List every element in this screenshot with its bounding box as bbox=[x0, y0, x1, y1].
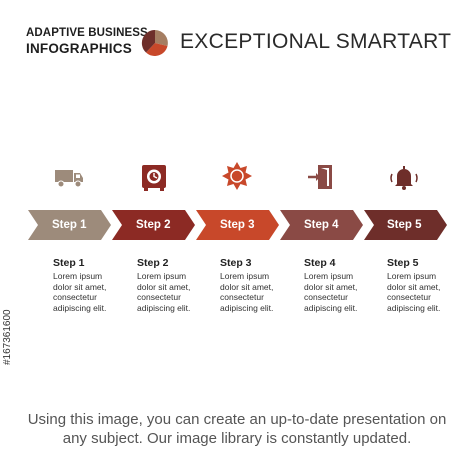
safe-icon bbox=[137, 160, 171, 194]
process-chevrons bbox=[28, 210, 447, 240]
brand-line-1: ADAPTIVE BUSINESS bbox=[26, 27, 148, 39]
step-2-text: Lorem ipsum dolor sit amet, consectetur … bbox=[137, 271, 191, 313]
badge-icon bbox=[220, 160, 254, 194]
alarm-bell-icon bbox=[387, 160, 421, 194]
step-5-title: Step 5 bbox=[387, 257, 419, 269]
step-4-description: Step 4 Lorem ipsum dolor sit amet, conse… bbox=[304, 257, 384, 313]
step-4-text: Lorem ipsum dolor sit amet, consectetur … bbox=[304, 271, 358, 313]
step-2-label: Step 2 bbox=[136, 219, 171, 231]
chevron-step-5 bbox=[364, 210, 447, 240]
step-1-text: Lorem ipsum dolor sit amet, consectetur … bbox=[53, 271, 107, 313]
brand-block: ADAPTIVE BUSINESS INFOGRAPHICS bbox=[26, 26, 148, 56]
footer-line-1: Using this image, you can create an up-t… bbox=[27, 411, 447, 428]
footer-line-2: any subject. Our image library is consta… bbox=[62, 430, 412, 447]
chevron-step-3 bbox=[196, 210, 279, 240]
step-5-description: Step 5 Lorem ipsum dolor sit amet, conse… bbox=[387, 257, 467, 313]
chevron-step-2 bbox=[112, 210, 195, 240]
step-3-description: Step 3 Lorem ipsum dolor sit amet, conse… bbox=[220, 257, 300, 313]
step-2-description: Step 2 Lorem ipsum dolor sit amet, conse… bbox=[137, 257, 217, 313]
pie-logo-icon bbox=[141, 29, 169, 57]
step-3-title: Step 3 bbox=[220, 257, 252, 269]
stock-id: #167361600 bbox=[2, 309, 13, 365]
step-4-title: Step 4 bbox=[304, 257, 336, 269]
step-1-title: Step 1 bbox=[53, 257, 85, 269]
step-3-label: Step 3 bbox=[220, 219, 255, 231]
step-5-text: Lorem ipsum dolor sit amet, consectetur … bbox=[387, 271, 441, 313]
step-5-label: Step 5 bbox=[387, 219, 422, 231]
exit-door-icon bbox=[304, 160, 338, 194]
brand-line-2: INFOGRAPHICS bbox=[26, 41, 132, 56]
chevron-step-1 bbox=[28, 210, 111, 240]
chevron-step-4 bbox=[280, 210, 363, 240]
step-1-label: Step 1 bbox=[52, 219, 87, 231]
step-1-description: Step 1 Lorem ipsum dolor sit amet, conse… bbox=[53, 257, 133, 313]
page-title: EXCEPTIONAL SMARTART bbox=[180, 30, 452, 53]
infographic-slide: ADAPTIVE BUSINESS INFOGRAPHICS EXCEPTION… bbox=[2, 26, 467, 365]
step-2-title: Step 2 bbox=[137, 257, 169, 269]
truck-icon bbox=[52, 160, 86, 194]
step-3-text: Lorem ipsum dolor sit amet, consectetur … bbox=[220, 271, 274, 313]
step-4-label: Step 4 bbox=[304, 219, 339, 231]
footer-caption: Using this image, you can create an up-t… bbox=[0, 410, 474, 448]
